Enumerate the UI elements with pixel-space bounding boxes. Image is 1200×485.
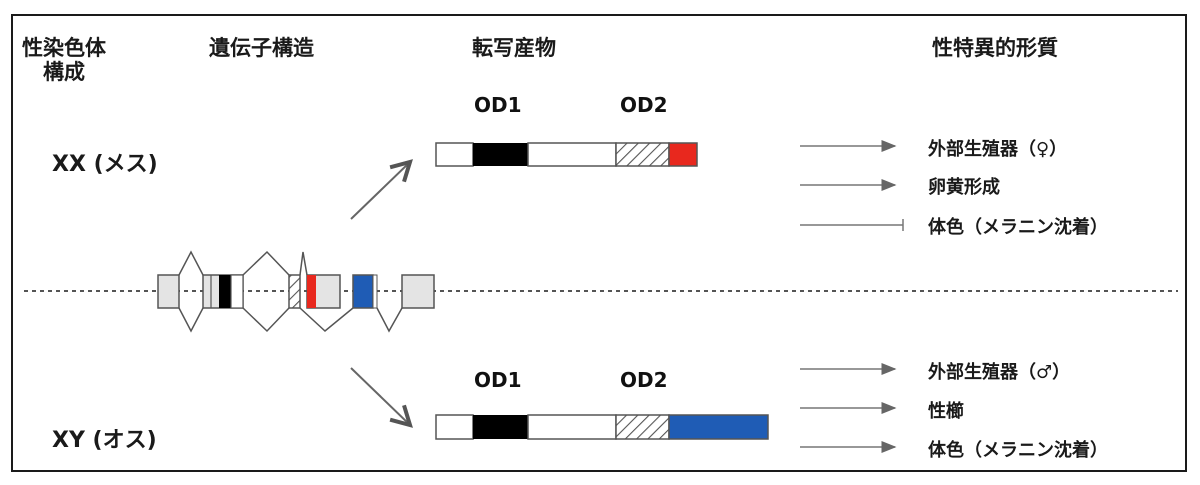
male-trait-1: 外部生殖器（♂） [928, 362, 1071, 383]
od2-label-male: OD2 [620, 368, 668, 392]
male-exon-blue [352, 274, 374, 309]
female-od1 [473, 143, 528, 166]
exon-male-specific [352, 274, 378, 309]
female-trait-1: 外部生殖器（♀） [928, 139, 1068, 160]
header-gene-structure: 遺伝子構造 [209, 36, 314, 60]
od1-label-female: OD1 [474, 93, 522, 117]
splice-lines [178, 250, 403, 333]
female-transcript [435, 142, 698, 167]
header-traits: 性特異的形質 [932, 36, 1058, 60]
karyotype-female: XX (メス) [52, 152, 158, 177]
exon-female-specific [306, 274, 341, 309]
header-transcripts: 転写産物 [472, 36, 556, 60]
exon-2 [202, 274, 244, 309]
exon-od2-hatched [288, 274, 301, 309]
female-inhibit-3 [800, 219, 904, 231]
od1-label-male: OD1 [474, 368, 522, 392]
female-od2 [615, 142, 670, 167]
female-trait-3: 体色（メラニン沈着） [928, 217, 1108, 238]
female-exon-red [307, 275, 316, 308]
header-karyotype-line1: 性染色体 [22, 36, 106, 60]
arrow-to-female-transcript [350, 162, 410, 220]
arrow-to-male-transcript [350, 367, 410, 425]
karyotype-male: XY (オス) [52, 428, 157, 453]
male-transcript [435, 414, 769, 440]
header-karyotype: 性染色体 構成 [22, 36, 106, 84]
male-specific-exon [668, 414, 769, 440]
female-trait-2: 卵黄形成 [928, 177, 1000, 198]
header-karyotype-line2: 構成 [43, 60, 85, 84]
gene-structure [157, 250, 435, 333]
female-specific-exon [668, 142, 698, 167]
male-od1 [473, 415, 528, 439]
exon-last [401, 274, 435, 309]
male-trait-3: 体色（メラニン沈着） [928, 440, 1108, 461]
exon-1 [157, 274, 180, 309]
od1-segment [219, 275, 231, 308]
male-trait-2: 性櫛 [928, 401, 964, 422]
od2-label-female: OD2 [620, 93, 668, 117]
male-od2 [615, 414, 670, 440]
figure-frame [11, 14, 1187, 472]
